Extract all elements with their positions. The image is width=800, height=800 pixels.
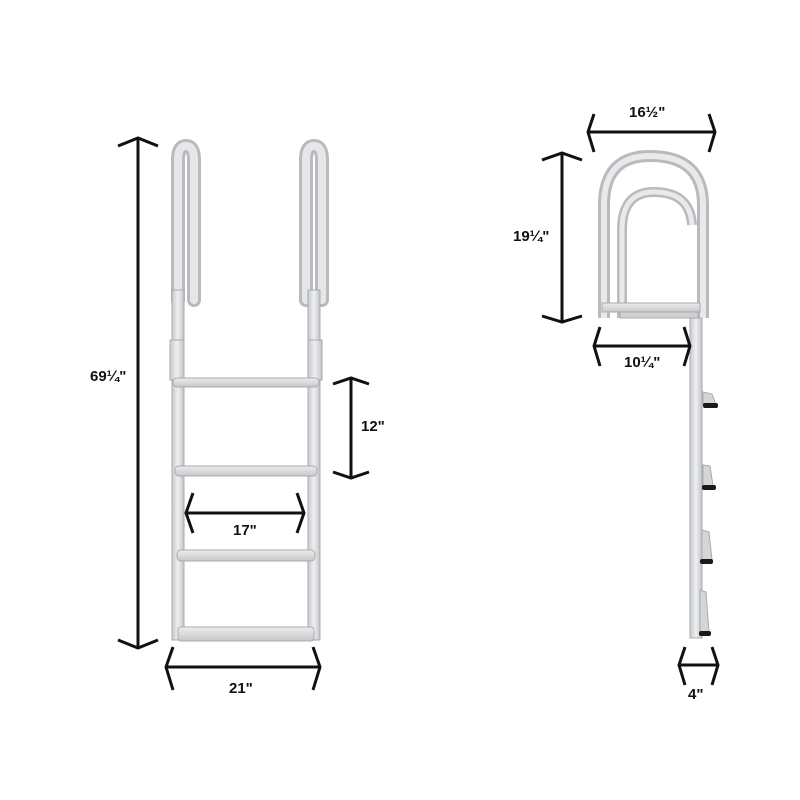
label-step-width: 17" <box>233 522 257 539</box>
label-overall-width: 21" <box>229 680 253 697</box>
label-handrail-height: 19¼" <box>513 228 550 245</box>
label-ladder-depth: 4" <box>688 686 704 703</box>
label-top-platform-depth: 10¼" <box>624 354 661 371</box>
dimension-ladder-depth <box>677 646 720 686</box>
side-view-steps <box>699 391 718 636</box>
dimension-overall-height <box>117 136 159 650</box>
dimension-handrail-height <box>541 151 583 324</box>
label-overall-height: 69¼" <box>90 368 127 385</box>
dimension-step-spacing <box>332 376 370 480</box>
label-step-spacing: 12" <box>361 418 385 435</box>
label-handrail-depth: 16½" <box>629 104 666 121</box>
dimension-handrail-depth <box>586 113 717 153</box>
dimension-top-platform-depth <box>592 326 692 367</box>
front-view-ladder <box>169 138 329 642</box>
side-view-ladder <box>598 149 718 639</box>
dimension-step-width <box>184 492 306 534</box>
dimension-overall-width <box>164 646 322 691</box>
